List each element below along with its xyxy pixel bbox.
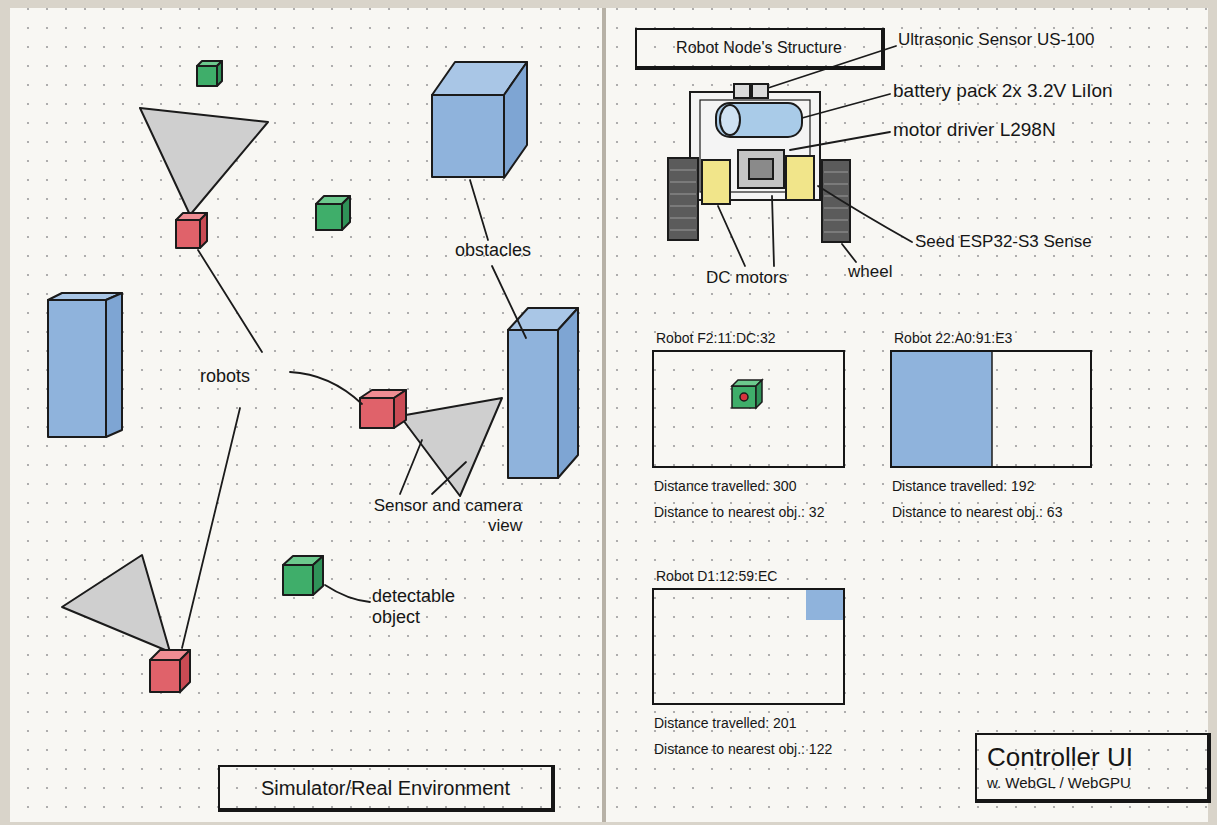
robot-view-panel: Robot D1:12:59:ECDistance travelled: 201… xyxy=(652,588,845,705)
obstacle-side xyxy=(106,293,122,437)
leader-line xyxy=(432,462,466,494)
callout-label: robots xyxy=(200,366,280,387)
callout-label: detectable object xyxy=(372,586,482,627)
obstacle-side xyxy=(504,62,527,178)
object-side xyxy=(313,556,323,595)
obstacle-front xyxy=(508,330,558,478)
obstacle-front xyxy=(432,95,504,177)
panel-heading: Robot D1:12:59:EC xyxy=(656,568,886,585)
panel-heading: Robot F2:11:DC:32 xyxy=(656,330,886,347)
robot-front xyxy=(360,398,394,428)
callout-label: wheel xyxy=(848,262,928,282)
structure-label-box: Robot Node's Structure xyxy=(635,28,885,70)
right-page xyxy=(606,8,1208,822)
environment-label-box: Simulator/Real Environment xyxy=(218,765,555,812)
robot-view-panel: Robot 22:A0:91:E3Distance travelled: 192… xyxy=(890,350,1092,468)
panel-stat: Distance travelled: 300 xyxy=(654,478,894,495)
wheel-tread xyxy=(670,170,696,230)
box-title: Robot Node's Structure xyxy=(676,38,842,57)
obstacle-side xyxy=(558,308,578,478)
robot-front xyxy=(150,660,180,692)
box-title: Controller UI xyxy=(987,742,1133,773)
spine xyxy=(602,8,606,822)
camera-obstacle xyxy=(891,351,992,467)
leader-line xyxy=(718,206,745,266)
leader-line xyxy=(470,180,488,240)
leader-line xyxy=(790,132,890,150)
dc-motor xyxy=(702,160,730,204)
view-cone xyxy=(140,108,268,215)
left-page xyxy=(10,8,602,822)
object-front xyxy=(316,204,342,230)
dc-motor xyxy=(786,156,814,200)
leader-line xyxy=(772,196,774,266)
esp32-board xyxy=(738,150,784,188)
leader-line xyxy=(492,266,526,338)
dot-grid xyxy=(10,8,602,822)
panel-stat: Distance to nearest obj.: 63 xyxy=(892,504,1132,521)
battery-end xyxy=(720,105,740,135)
leader-line xyxy=(802,94,890,118)
ultrasonic-sensor xyxy=(734,84,750,98)
camera-obstacle xyxy=(806,589,844,620)
leader-line xyxy=(325,585,370,602)
box-subtitle: w. WebGL / WebGPU xyxy=(987,774,1131,792)
detection-dot xyxy=(740,393,748,401)
obstacle-front xyxy=(48,300,106,437)
panel-stat: Distance travelled: 192 xyxy=(892,478,1132,495)
callout-label: motor driver L298N xyxy=(893,119,1203,141)
callout-label: Sensor and camera view xyxy=(352,496,522,535)
esp32-chip xyxy=(749,159,773,179)
object-front xyxy=(283,565,313,595)
leader-line xyxy=(842,244,856,262)
obstacle-edge xyxy=(991,351,993,467)
robot-view-panel: Robot F2:11:DC:32Distance travelled: 300… xyxy=(652,350,845,468)
callout-label: battery pack 2x 3.2V LiIon xyxy=(893,80,1213,102)
object-side xyxy=(217,61,222,86)
object-front xyxy=(732,386,756,408)
battery-pack xyxy=(716,103,802,137)
object-side xyxy=(756,380,762,408)
panel-stat: Distance to nearest obj.: 122 xyxy=(654,741,894,758)
panel-stat: Distance to nearest obj.: 32 xyxy=(654,504,894,521)
controller-ui-box: Controller UIw. WebGL / WebGPU xyxy=(975,733,1211,803)
view-cone xyxy=(400,398,502,496)
wheel xyxy=(668,158,698,240)
callout-label: Seed ESP32-S3 Sense xyxy=(915,232,1210,252)
callout-label: Ultrasonic Sensor US-100 xyxy=(898,30,1213,50)
box-title: Simulator/Real Environment xyxy=(261,776,510,800)
object-side xyxy=(342,196,350,230)
leader-line xyxy=(818,186,912,242)
wheel xyxy=(822,160,850,242)
robot-front xyxy=(176,220,200,248)
leader-line xyxy=(400,440,422,494)
callout-label: obstacles xyxy=(455,240,565,261)
robot-side xyxy=(200,213,207,248)
ultrasonic-sensor xyxy=(752,84,768,98)
leader-line xyxy=(198,250,262,352)
robot-side xyxy=(180,650,190,692)
callout-label: DC motors xyxy=(706,268,826,288)
leader-line xyxy=(182,408,240,648)
panel-stat: Distance travelled: 201 xyxy=(654,715,894,732)
robot-side xyxy=(394,390,406,428)
leader-line xyxy=(290,372,362,404)
dot-grid xyxy=(606,8,1208,822)
view-cone xyxy=(62,555,170,652)
object-front xyxy=(197,66,217,86)
panel-heading: Robot 22:A0:91:E3 xyxy=(894,330,1124,347)
